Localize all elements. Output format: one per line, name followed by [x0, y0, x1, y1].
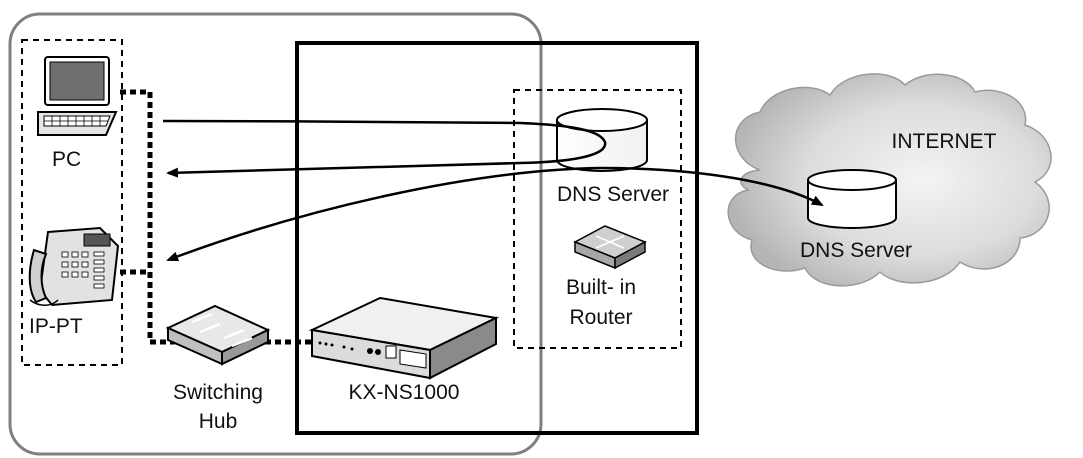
pbx-unit-icon: [308, 296, 500, 380]
internet-dns-label: DNS Server: [800, 239, 912, 262]
switching-hub-icon: [165, 304, 271, 366]
ip-phone-icon: [28, 226, 120, 307]
device-group-box: [21, 39, 123, 366]
internet-dns-server-icon: [807, 169, 897, 229]
pbx-label: KX-NS1000: [349, 381, 460, 404]
pc-icon: [37, 56, 118, 136]
lan-cables: [120, 89, 318, 345]
switching-hub-label-line2: Hub: [199, 410, 238, 433]
local-dns-server-icon: [556, 108, 648, 172]
pc-label: PC: [52, 148, 81, 171]
dns-query-arrows: [162, 119, 824, 262]
router-icon: [573, 225, 647, 270]
switching-hub-label-line1: Switching: [173, 381, 263, 404]
router-label-line1: Built- in: [566, 276, 636, 299]
router-label-line2: Router: [569, 306, 632, 329]
ippt-label: IP-PT: [29, 315, 83, 338]
internet-label: INTERNET: [892, 130, 997, 153]
local-dns-label: DNS Server: [557, 183, 669, 206]
